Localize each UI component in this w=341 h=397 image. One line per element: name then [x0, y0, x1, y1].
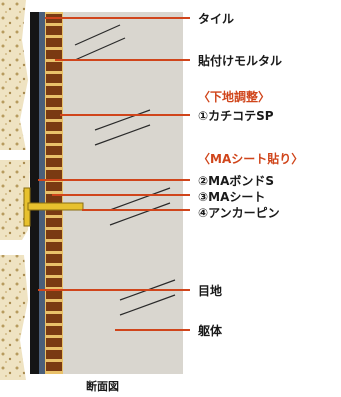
- tile-block: [46, 314, 62, 323]
- header-ma-sheet: 〈MAシート貼り〉: [198, 152, 304, 166]
- tile-block: [46, 146, 62, 155]
- concrete-structure: [63, 12, 183, 374]
- label-kachikote: ①カチコテSP: [198, 109, 274, 123]
- label-ma-bond: ②MAボンドS: [198, 174, 275, 188]
- tile-block: [46, 254, 62, 263]
- label-structure: 躯体: [198, 324, 223, 338]
- tile-block: [46, 326, 62, 335]
- tile-block: [46, 218, 62, 227]
- tile-block: [46, 266, 62, 275]
- label-joint: 目地: [198, 284, 223, 298]
- tile-block: [46, 242, 62, 251]
- tile-block: [46, 26, 62, 35]
- hatch-lines: [74, 24, 176, 316]
- header-substrate: 〈下地調整〉: [198, 90, 271, 104]
- finish-layer: [30, 12, 39, 374]
- label-mortar: 貼付けモルタル: [198, 54, 283, 68]
- leader-lines: [38, 17, 190, 331]
- tile-block: [46, 338, 62, 347]
- stone-edge: [0, 0, 30, 380]
- tile-block: [46, 122, 62, 131]
- tile-block: [46, 110, 62, 119]
- tile-block: [46, 158, 62, 167]
- tile-block: [46, 350, 62, 359]
- caption: 断面図: [86, 380, 119, 393]
- label-anchor-pin: ④アンカーピン: [198, 206, 280, 220]
- tile-block: [46, 62, 62, 71]
- tile-block: [46, 302, 62, 311]
- label-tile: タイル: [198, 12, 235, 26]
- tile-block: [46, 86, 62, 95]
- tile-block: [46, 170, 62, 179]
- tile-block: [46, 182, 62, 191]
- tile-block: [46, 74, 62, 83]
- tile-block: [46, 50, 62, 59]
- tile-block: [46, 290, 62, 299]
- tile-block: [46, 98, 62, 107]
- tile-block: [46, 194, 62, 203]
- tile-block: [46, 362, 62, 371]
- label-ma-sheet: ③MAシート: [198, 190, 266, 204]
- tile-block: [46, 38, 62, 47]
- anchor-pin: [23, 187, 84, 227]
- tile-block: [46, 278, 62, 287]
- tile-block: [46, 134, 62, 143]
- tile-block: [46, 230, 62, 239]
